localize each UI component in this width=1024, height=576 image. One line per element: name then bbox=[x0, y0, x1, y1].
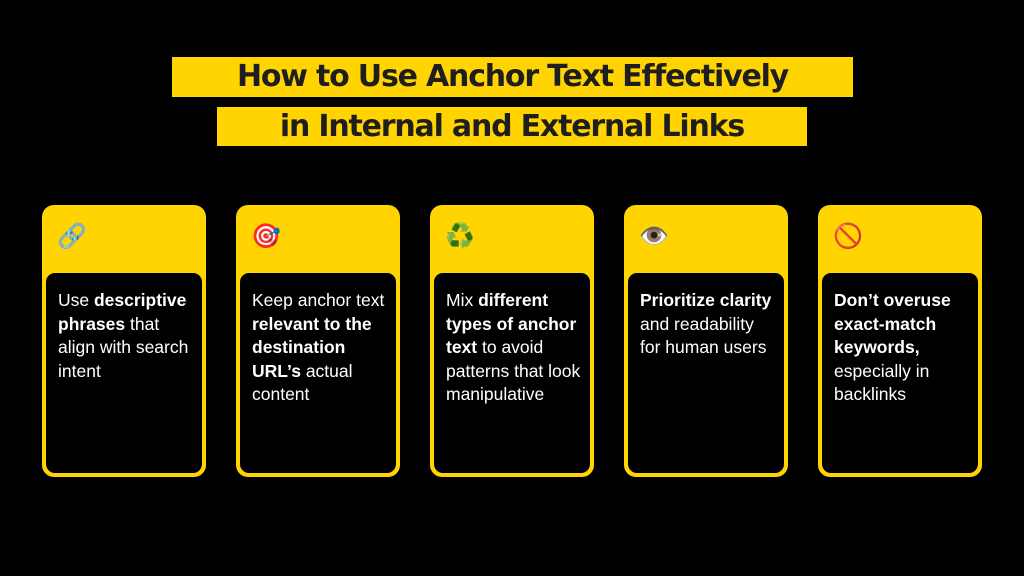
card-text: Prioritize clarity and readability for h… bbox=[640, 289, 778, 360]
eye-icon: 👁️ bbox=[639, 222, 669, 250]
tip-card-5: 🚫 Don’t overuse exact-match keywords, es… bbox=[818, 205, 982, 477]
tip-card-2: 🎯 Keep anchor text relevant to the desti… bbox=[236, 205, 400, 477]
tip-card-1: 🔗 Use descriptive phrases that align wit… bbox=[42, 205, 206, 477]
card-text-regular: Keep anchor text bbox=[252, 290, 385, 310]
prohibited-icon: 🚫 bbox=[833, 222, 863, 250]
tip-card-4: 👁️ Prioritize clarity and readability fo… bbox=[624, 205, 788, 477]
card-panel bbox=[822, 273, 978, 473]
card-text: Keep anchor text relevant to the destina… bbox=[252, 289, 390, 407]
title-line-1: How to Use Anchor Text Effectively bbox=[172, 57, 853, 97]
card-text-regular: that align with search intent bbox=[58, 313, 189, 381]
card-text: Mix different types of anchor text to av… bbox=[446, 289, 584, 407]
card-panel bbox=[434, 273, 590, 473]
card-text-regular: to avoid patterns that look manipulative bbox=[446, 337, 581, 404]
card-text: Use descriptive phrases that align with … bbox=[58, 289, 196, 383]
card-panel bbox=[240, 273, 396, 473]
card-text-bold: Prioritize clarity bbox=[640, 290, 772, 310]
card-text-regular: and readability for human users bbox=[640, 313, 767, 358]
card-text-regular: Use bbox=[58, 290, 94, 310]
title-line-2: in Internal and External Links bbox=[217, 107, 807, 146]
tip-card-3: ♻️ Mix different types of anchor text to… bbox=[430, 205, 594, 477]
target-icon: 🎯 bbox=[251, 222, 281, 250]
recycle-icon: ♻️ bbox=[445, 222, 475, 250]
card-text-bold: Don’t overuse exact-match keywords, bbox=[834, 290, 951, 357]
card-text-bold: different types of anchor text bbox=[446, 290, 577, 357]
card-text-bold: relevant to the destination URL’s bbox=[252, 313, 372, 381]
card-text-regular: especially in backlinks bbox=[834, 360, 930, 405]
card-text-regular: actual content bbox=[252, 360, 353, 405]
card-panel bbox=[628, 273, 784, 473]
link-icon: 🔗 bbox=[57, 222, 87, 250]
card-text-bold: descriptive phrases bbox=[58, 290, 187, 334]
card-text: Don’t overuse exact-match keywords, espe… bbox=[834, 289, 972, 407]
card-text-regular: Mix bbox=[446, 290, 479, 310]
card-panel bbox=[46, 273, 202, 473]
